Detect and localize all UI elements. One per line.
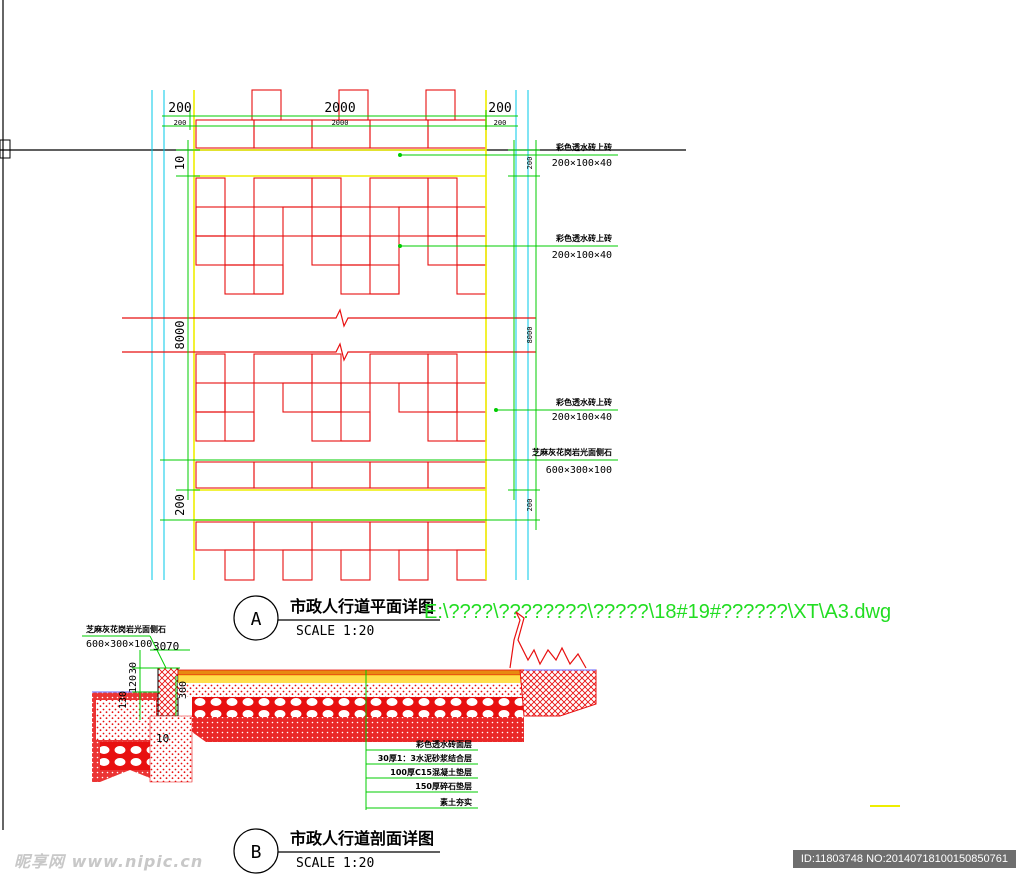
dim-top-left: 200 (168, 101, 191, 116)
plan-label-letter: A (251, 609, 262, 630)
paver-brick (311, 411, 371, 442)
dim-left-bottom: 200 (173, 494, 187, 516)
dim-left-top: 10 (173, 156, 187, 170)
layer-2: 30厚1：3水泥砂浆结合层 (378, 753, 472, 763)
callout-1-name: 彩色透水砖上砖 (555, 142, 612, 152)
paver-brick (282, 549, 313, 581)
paver-brick (369, 521, 429, 551)
layer-1: 彩色透水砖面层 (415, 739, 472, 749)
dim-top-left-small: 200 (174, 119, 187, 127)
layer-4: 150厚碎石垫层 (415, 781, 472, 791)
plan-label-circle (233, 595, 279, 641)
paver-brick (195, 461, 255, 489)
paver-brick (253, 119, 313, 149)
section-dim-10: 10 (156, 732, 169, 745)
dim-left-mid: 8000 (173, 321, 187, 350)
paver-brick (195, 206, 226, 237)
paver-brick (369, 177, 429, 208)
dim-top-right: 200 (488, 101, 511, 116)
paver-brick (195, 521, 255, 551)
paver-brick (253, 521, 313, 551)
callout-2-spec: 200×100×40 (552, 250, 612, 261)
dim-top-center: 2000 (324, 101, 355, 116)
dim-right-top: 200 (526, 157, 534, 170)
dim-top-center-small: 2000 (332, 119, 349, 127)
paver-brick (251, 89, 282, 121)
curb-edges (193, 90, 487, 580)
paver-pattern (195, 89, 487, 581)
paver-brick (369, 119, 429, 149)
paver-brick (195, 411, 255, 442)
section-label-letter: B (251, 842, 262, 863)
section-drawing (82, 611, 900, 810)
section-dim-70: 70 (166, 640, 179, 653)
callout-3-spec: 200×100×40 (552, 412, 612, 423)
paver-brick (456, 549, 487, 581)
paver-brick (195, 119, 255, 149)
paver-brick (311, 521, 371, 551)
watermark-left: 昵享网 www.nipic.cn (14, 852, 204, 871)
paver-brick (340, 549, 371, 581)
xref-path-text: E:\????\????????\?????\18#19#??????\XT\A… (424, 601, 891, 623)
section-label-circle (233, 828, 279, 874)
layer-3: 100厚C15混凝土垫层 (390, 767, 472, 777)
paver-brick (427, 119, 487, 149)
frame-marker (0, 139, 11, 159)
callout-1-spec: 200×100×40 (552, 158, 612, 169)
paver-brick (253, 177, 313, 208)
paver-brick (456, 264, 487, 295)
paver-brick (224, 549, 255, 581)
callout-4-name: 芝麻灰花岗岩光面侧石 (532, 447, 612, 457)
callout-3-name: 彩色透水砖上砖 (555, 397, 612, 407)
paver-brick (253, 353, 313, 384)
dim-top-right-small: 200 (494, 119, 507, 127)
layer-5: 素土夯实 (440, 797, 472, 807)
paver-brick (253, 461, 313, 489)
paver-brick (195, 382, 226, 413)
section-dim-30-vert: 30 (128, 662, 139, 674)
cyan-guides (151, 90, 529, 580)
paver-brick (224, 264, 284, 295)
paver-brick (369, 461, 429, 489)
section-callout-name: 芝麻灰花岗岩光面侧石 (86, 624, 166, 634)
paver-brick (311, 461, 371, 489)
plan-scale: SCALE 1:20 (296, 624, 374, 639)
paver-brick (369, 353, 429, 384)
paver-brick (425, 89, 456, 121)
break-lines (122, 308, 536, 362)
dimension-lines (160, 110, 618, 530)
callout-4-spec: 600×300×100 (546, 465, 612, 476)
callout-2-name: 彩色透水砖上砖 (555, 233, 612, 243)
section-dim-300-vert: 300 (178, 681, 189, 699)
paver-brick (338, 89, 369, 121)
paver-brick (398, 549, 429, 581)
section-dim-120-vert: 120 (128, 675, 139, 693)
section-dim-30: 30 (153, 640, 166, 653)
section-dim-130-vert: 130 (118, 691, 129, 709)
dim-right-bottom: 200 (526, 499, 534, 512)
section-title: 市政人行道剖面详图 (290, 829, 434, 848)
paver-brick (427, 521, 487, 551)
plan-title: 市政人行道平面详图 (290, 597, 434, 616)
paver-brick (427, 461, 487, 489)
watermark-id-badge: ID:11803748 NO:20140718100150850761 (792, 850, 1016, 868)
section-scale: SCALE 1:20 (296, 856, 374, 871)
paver-brick (340, 264, 400, 295)
leader-dots (398, 153, 498, 412)
dim-right-mid: 8000 (526, 327, 534, 344)
section-callout-spec: 600×300×100 (86, 639, 152, 650)
